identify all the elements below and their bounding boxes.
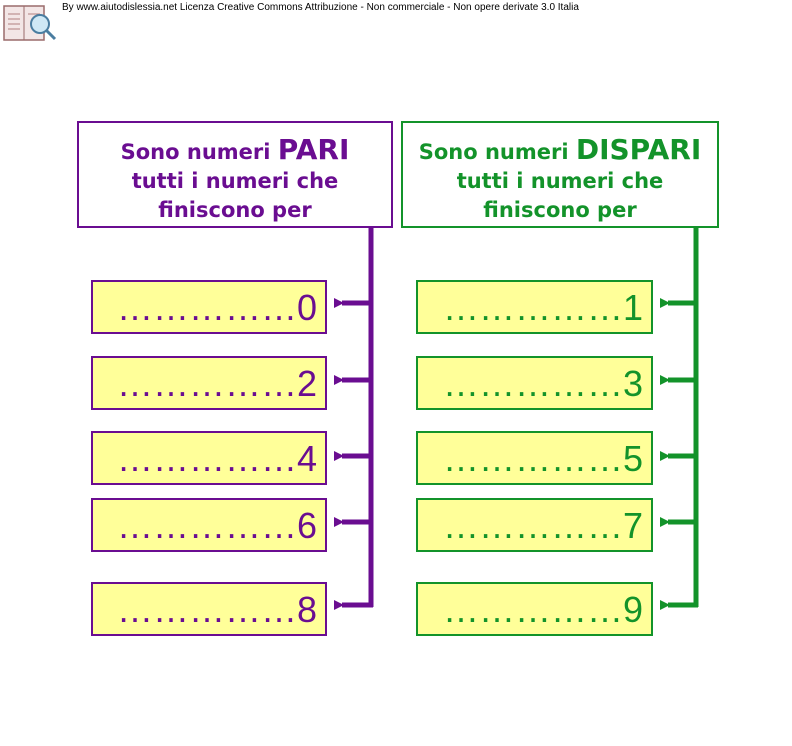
book-logo-icon — [3, 5, 57, 41]
pari-connector — [334, 228, 374, 610]
pari-subtitle-line3: finiscono per — [158, 198, 312, 222]
pari-title: Sono numeri PARI — [120, 133, 350, 166]
dispari-subtitle-line3: finiscono per — [483, 198, 637, 222]
dispari-connector — [660, 228, 699, 610]
pari-subtitle-line2: tutti i numeri che — [131, 169, 339, 193]
pari-header-box: Sono numeri PARI tutti i numeri che fini… — [77, 121, 393, 228]
dispari-box-1: ……………1 — [416, 280, 653, 334]
dispari-box-5: ……………5 — [416, 431, 653, 485]
pari-box-8: ……………8 — [91, 582, 327, 636]
pari-box-4: ……………4 — [91, 431, 327, 485]
dispari-subtitle-line2: tutti i numeri che — [456, 169, 664, 193]
pari-box-2: ……………2 — [91, 356, 327, 410]
dispari-box-7: ……………7 — [416, 498, 653, 552]
dispari-title: Sono numeri DISPARI — [418, 133, 702, 166]
pari-box-6: ……………6 — [91, 498, 327, 552]
license-credit: By www.aiutodislessia.net Licenza Creati… — [62, 2, 579, 13]
dispari-header-box: Sono numeri DISPARI tutti i numeri che f… — [401, 121, 719, 228]
pari-box-0: ……………0 — [91, 280, 327, 334]
dispari-box-9: ……………9 — [416, 582, 653, 636]
dispari-box-3: ……………3 — [416, 356, 653, 410]
